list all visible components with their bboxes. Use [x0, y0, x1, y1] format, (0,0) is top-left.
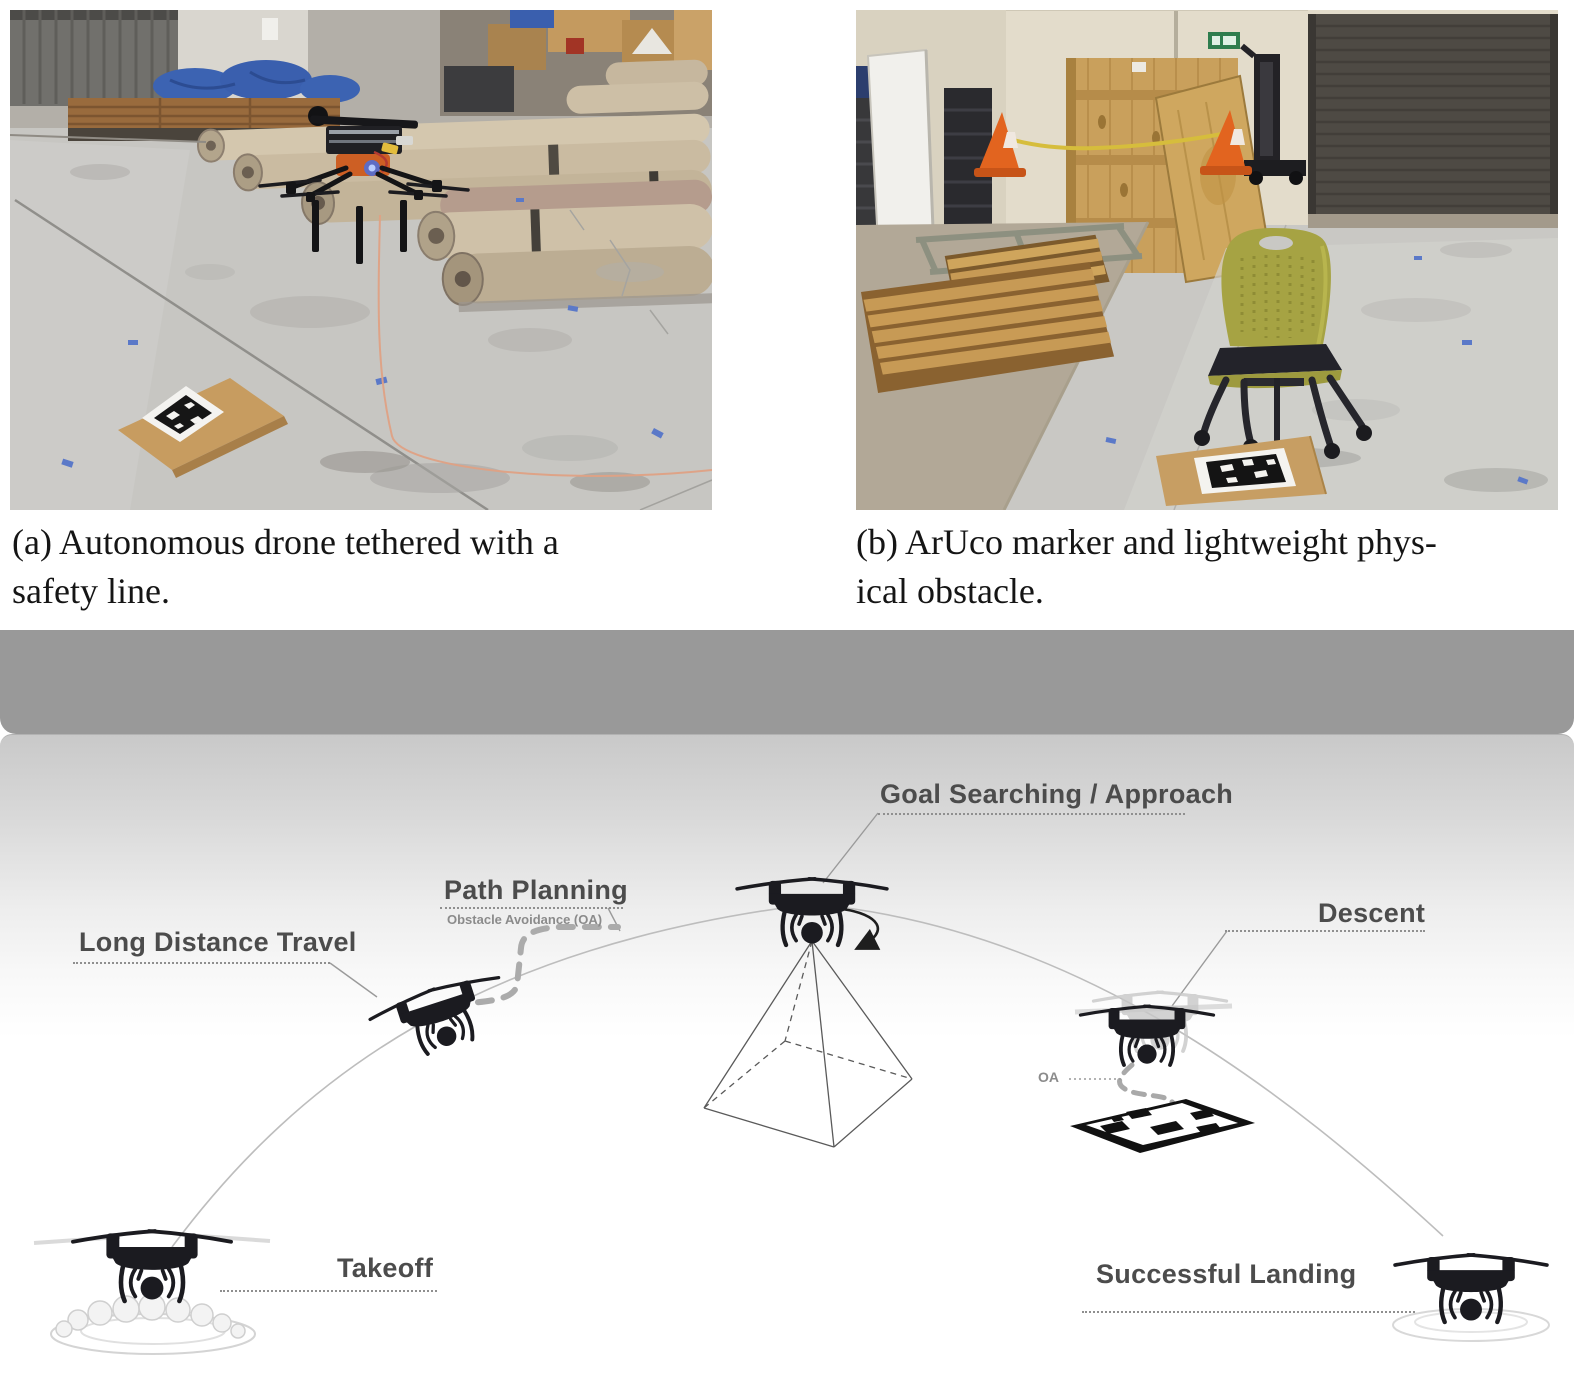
underline-landing — [1082, 1311, 1415, 1313]
exit-sign — [1208, 32, 1240, 49]
caption-a-line2: safety line. — [12, 571, 170, 611]
underline-path — [440, 907, 623, 909]
floor-details — [10, 134, 712, 510]
mission-phases-diagram: Goal Searching / Approach Path Planning … — [0, 734, 1574, 1394]
pallet-jack — [1240, 43, 1306, 185]
landing-drone — [1395, 1255, 1547, 1322]
roller-door — [10, 10, 178, 106]
traffic-cones — [974, 110, 1252, 177]
leader-lines — [329, 812, 1228, 1007]
caption-a: (a) Autonomous drone tethered with a saf… — [12, 518, 559, 616]
leader-goal — [822, 812, 879, 884]
underline-takeoff — [220, 1290, 437, 1292]
diagram-aruco-marker — [1070, 1099, 1255, 1153]
caption-b: (b) ArUco marker and lightweight phys- i… — [856, 518, 1437, 616]
blue-tape-marks — [61, 198, 664, 468]
label-obstacle-avoidance: Obstacle Avoidance (OA) — [447, 912, 603, 927]
label-goal-searching: Goal Searching / Approach — [880, 779, 1234, 809]
diagram-canvas — [33, 812, 1550, 1355]
label-long-distance: Long Distance Travel — [79, 927, 357, 957]
drone-a — [258, 106, 470, 264]
underline-descent — [1225, 930, 1425, 932]
takeoff-dust — [50, 1293, 256, 1355]
aruco-marker-a — [118, 378, 288, 478]
wooden-crate — [1066, 58, 1274, 284]
caption-b-line2: ical obstacle. — [856, 571, 1044, 611]
label-descent: Descent — [1318, 898, 1426, 928]
photo-b-aruco-obstacle — [856, 10, 1558, 510]
long-distance-drone — [365, 967, 517, 1070]
photo-a-image — [10, 10, 712, 510]
camera-view-frustum — [703, 940, 913, 1148]
safety-tether-line — [377, 214, 712, 477]
label-path-planning: Path Planning — [444, 875, 628, 905]
oa-dashed-path — [449, 924, 621, 1007]
takeoff-drone — [73, 1231, 231, 1301]
leader-long-distance — [329, 962, 378, 998]
blue-tarps — [153, 60, 360, 104]
underline-long — [73, 962, 330, 964]
aruco-marker-b — [1156, 435, 1327, 506]
photo-b-image — [856, 10, 1558, 510]
roller-door-b — [1308, 14, 1558, 228]
label-oa: OA — [1038, 1069, 1059, 1085]
label-successful-landing: Successful Landing — [1096, 1259, 1357, 1289]
descent-oa-path — [1117, 1062, 1178, 1124]
underline-goal — [878, 813, 1185, 815]
divider-bar — [0, 630, 1574, 734]
floor-pallets — [860, 223, 1143, 394]
photo-a-drone-tethered — [10, 10, 712, 510]
caption-b-line1: (b) ArUco marker and lightweight phys- — [856, 522, 1437, 562]
caption-a-line1: (a) Autonomous drone tethered with a — [12, 522, 559, 562]
search-rotation-arrow — [841, 907, 881, 950]
label-takeoff: Takeoff — [337, 1253, 434, 1283]
